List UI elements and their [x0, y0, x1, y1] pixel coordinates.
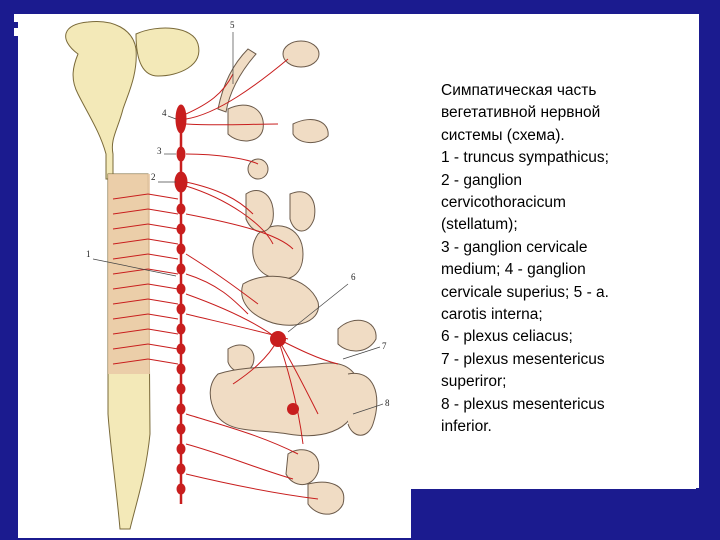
figure-caption: Симпатическая часть вегетативной нервной… — [441, 80, 697, 439]
sympathetic-nervous-system-figure: 1 2 3 4 5 6 7 8 — [18, 14, 411, 538]
colon — [347, 372, 378, 436]
sympathetic-trunk — [174, 104, 188, 504]
brain — [65, 20, 137, 180]
caption-line: 1 - truncus sympathicus; — [441, 149, 609, 167]
caption-line: 2 - ganglion — [441, 171, 523, 189]
bladder — [285, 449, 320, 486]
mesenteric-plexus-node — [287, 403, 299, 415]
caption-line: системы (схема). — [441, 126, 565, 144]
caption-line: (stellatum); — [441, 216, 518, 234]
lungs-right — [289, 191, 316, 232]
organs — [209, 40, 378, 515]
cerebellum — [135, 27, 200, 77]
caption-line: carotis interna; — [441, 306, 543, 324]
callout-2: 2 — [151, 172, 156, 182]
caption-line: inferior. — [441, 418, 492, 436]
caption-panel: Симпатическая часть вегетативной нервной… — [411, 14, 699, 488]
eye — [282, 40, 320, 68]
callout-7: 7 — [382, 341, 387, 351]
callout-5: 5 — [230, 20, 235, 30]
intestines — [209, 362, 360, 437]
thyroid — [247, 158, 269, 180]
callout-6: 6 — [351, 272, 356, 282]
stomach — [241, 275, 319, 326]
callout-leaders — [92, 32, 384, 415]
callout-1: 1 — [86, 249, 91, 259]
callout-4: 4 — [162, 108, 167, 118]
lungs-left — [245, 189, 274, 233]
caption-line: вегетативной нервной — [441, 104, 601, 122]
caption-line: 8 - plexus mesentericus — [441, 395, 605, 413]
caption-line: 3 - ganglion cervicale — [441, 238, 588, 256]
carotis-interna — [217, 48, 257, 113]
genitals — [307, 481, 345, 515]
caption-line: cervicale superius; 5 - a. — [441, 283, 609, 301]
callout-3: 3 — [157, 146, 162, 156]
lacrimal-gland — [227, 104, 264, 142]
liver — [337, 319, 377, 352]
callout-8: 8 — [385, 398, 390, 408]
caption-line: 7 - plexus mesentericus — [441, 350, 605, 368]
anatomy-diagram: 1 2 3 4 5 6 7 8 — [65, 20, 390, 530]
caption-line: cervicothoracicum — [441, 194, 566, 212]
caption-line: Симпатическая часть — [441, 82, 597, 99]
nerve-branches — [185, 58, 339, 500]
caption-line: medium; 4 - ganglion — [441, 261, 586, 279]
bottom-rule — [411, 487, 696, 489]
kidney — [227, 344, 255, 373]
celiac-plexus-node — [270, 331, 286, 347]
salivary-gland — [292, 119, 329, 143]
heart — [252, 225, 304, 280]
caption-line: superiror; — [441, 373, 507, 391]
caption-line: 6 - plexus celiacus; — [441, 328, 573, 346]
rami-communicantes — [112, 193, 179, 365]
